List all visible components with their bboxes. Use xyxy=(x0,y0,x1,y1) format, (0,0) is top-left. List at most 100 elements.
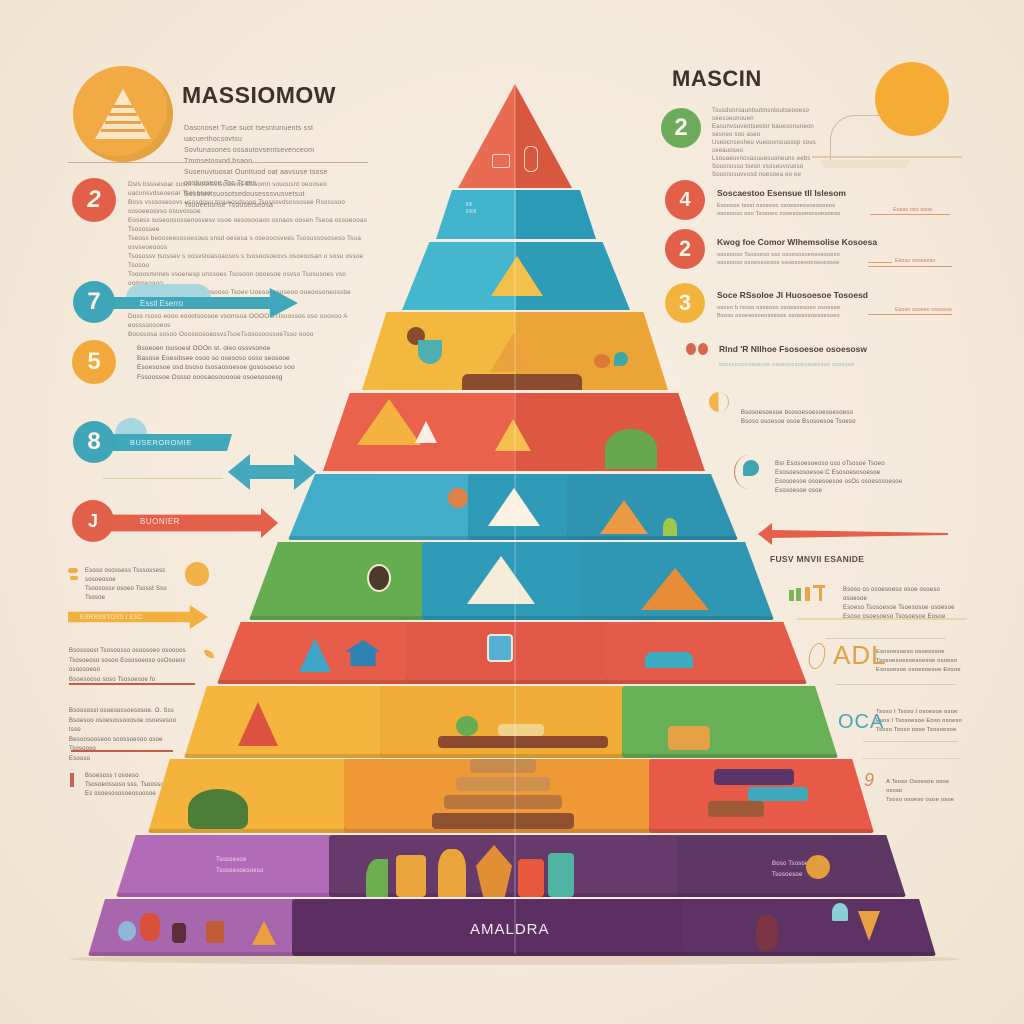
right-item-3-tag: Esoso osoeso osoesoe xyxy=(895,307,952,313)
leaf-icon xyxy=(204,650,214,658)
green-leaf-icon xyxy=(456,716,478,736)
veg-icon xyxy=(396,855,426,897)
red-arrow-j-label: BUONIER xyxy=(140,517,180,526)
orange-pyramid-icon xyxy=(252,921,276,945)
nine-logo: 9 xyxy=(864,770,875,790)
leaf-icon xyxy=(70,576,78,580)
bench-icon xyxy=(708,801,764,817)
books-icon xyxy=(748,787,808,801)
pyramid-icon xyxy=(95,89,151,139)
pyramid-tier-7 xyxy=(249,542,774,620)
pyramid-tier-4 xyxy=(362,312,668,390)
right-item-2-tag: Esoso osoesoso xyxy=(895,258,936,264)
veg-icon xyxy=(438,849,466,897)
books-icon xyxy=(714,769,794,785)
white-pyramid-icon xyxy=(467,556,535,604)
bag-icon xyxy=(418,340,442,364)
pyramid-tier-3 xyxy=(402,242,630,310)
left-item-text-a: Bsossoost Tsosoosso osoosoeo osoooos Tso… xyxy=(69,648,186,683)
window-icon xyxy=(487,634,513,662)
teal-leaf-icon xyxy=(734,455,764,489)
red-arrow-j xyxy=(108,508,278,538)
leaf-icon xyxy=(68,568,78,573)
right-title: MASCIN xyxy=(672,66,762,91)
divider xyxy=(862,758,960,759)
teal-ribbon-8-label: BUSEROROMIE xyxy=(130,438,192,447)
altar-icon xyxy=(438,736,608,748)
kidney-beans-icon xyxy=(698,343,708,355)
mirror-icon xyxy=(367,564,391,592)
orange-pyramid-icon xyxy=(357,399,421,445)
oca-logo: OCA xyxy=(838,711,885,733)
badge-2-red: 2 xyxy=(72,178,116,222)
veg-icon xyxy=(366,859,388,897)
blue-circle-icon xyxy=(118,921,136,941)
orange-fruit-icon xyxy=(185,562,209,586)
altar-top xyxy=(498,724,544,736)
green-hill-icon xyxy=(605,429,657,469)
badge-5: 5 xyxy=(72,340,116,384)
pyramid-tier-10 xyxy=(148,759,874,833)
red-arrow-left xyxy=(758,523,948,545)
orange-pyramid-icon xyxy=(641,568,709,610)
right-item-nine-text: A Tsoso Osoesoe osoe ososo Tsoso osoeso … xyxy=(886,779,955,803)
ground-shadow xyxy=(70,953,960,965)
double-arrow-icon xyxy=(228,454,316,490)
gold-pyramid-icon xyxy=(491,256,543,296)
divider xyxy=(797,618,967,620)
pyramid-tier-9 xyxy=(184,686,838,758)
pyramid-center-line xyxy=(514,84,516,954)
red-pyramid-icon xyxy=(238,702,278,746)
garden-tools-icon xyxy=(789,585,829,601)
divider xyxy=(836,684,956,685)
cup-icon xyxy=(172,923,186,943)
pyramid-tier-8 xyxy=(217,622,807,684)
divider xyxy=(870,214,950,215)
grapes-icon xyxy=(756,915,778,951)
divider-red xyxy=(71,750,173,752)
sun-icon xyxy=(875,62,949,136)
horizon-line xyxy=(812,156,962,158)
divider xyxy=(103,478,223,479)
teal-arrow-7-label: Esstl Eserro xyxy=(140,299,184,308)
divider xyxy=(868,266,952,267)
badge-3: 3 xyxy=(665,283,705,323)
left-title: MASSIOMOW xyxy=(182,82,336,108)
yellow-arrow-label: ESRSSSTOSS I ESC xyxy=(80,614,143,621)
badge-4: 4 xyxy=(665,180,705,220)
left-item-fruit-text: Esoso osossess Tsssossesc sosoeosoe Tsoo… xyxy=(85,568,167,601)
right-item-2-sub: osoesoso Tsosoeso sso osoesosoeosoesoeso… xyxy=(717,252,840,266)
left-item-text-b: Bsoosossl osoesossoesosoe. O. Sss Bsoeso… xyxy=(69,708,177,762)
badge-7: 7 xyxy=(73,281,115,323)
right-item-adl-text: Esosoesoeso osoesosoe Tsosoesoesoesoesoe… xyxy=(876,649,961,673)
right-item-4-sub: Essosoe tsost osoeoso osoesoeosoeosoeos … xyxy=(717,203,841,217)
right-item-3-heading: Soce RSsoloe Jl Huosoesoe Tosoesd xyxy=(717,290,868,300)
right-item-leaf-text: Bsr Esosoesoeoso oso oTsosoe Tsoeo Esoso… xyxy=(775,461,903,494)
pyramid-tier-base: AMALDRA xyxy=(88,899,936,956)
right-item-beans-sub: osoesosoeosoesoe osoesoesoeosoeosoe osoe… xyxy=(719,362,855,368)
basket-icon xyxy=(492,154,510,168)
right-intro-text: Tsusdonrsauntsutmsntoutseooeso seesoeuno… xyxy=(712,108,816,178)
blue-pyramid-icon xyxy=(299,638,331,672)
divider xyxy=(868,314,952,315)
pyramid-tier-6 xyxy=(288,474,738,540)
yellow-pyramid-icon xyxy=(495,419,531,451)
teal-ribbon-8 xyxy=(110,434,232,451)
badge-2-green: 2 xyxy=(661,108,701,148)
half-moon-icon xyxy=(709,392,729,412)
right-item-moon-text: Bsosoesoesoe bsosoesoesoesoesoeso Bsoso … xyxy=(741,410,856,425)
right-item-2-heading: Kwog foe Comor Wlhemsolise Kosoesa xyxy=(717,237,878,247)
stair-4 xyxy=(432,813,574,829)
badge-j: J xyxy=(72,500,114,542)
cone-icon xyxy=(858,911,880,941)
table-icon xyxy=(645,652,693,668)
divider xyxy=(863,741,958,742)
divider-red xyxy=(69,683,195,685)
right-item-tools-text: Bsoso os osoesoeso osoe osoeso osoesoe E… xyxy=(843,587,955,620)
turtle-icon xyxy=(188,789,248,829)
stair-2 xyxy=(456,777,550,791)
